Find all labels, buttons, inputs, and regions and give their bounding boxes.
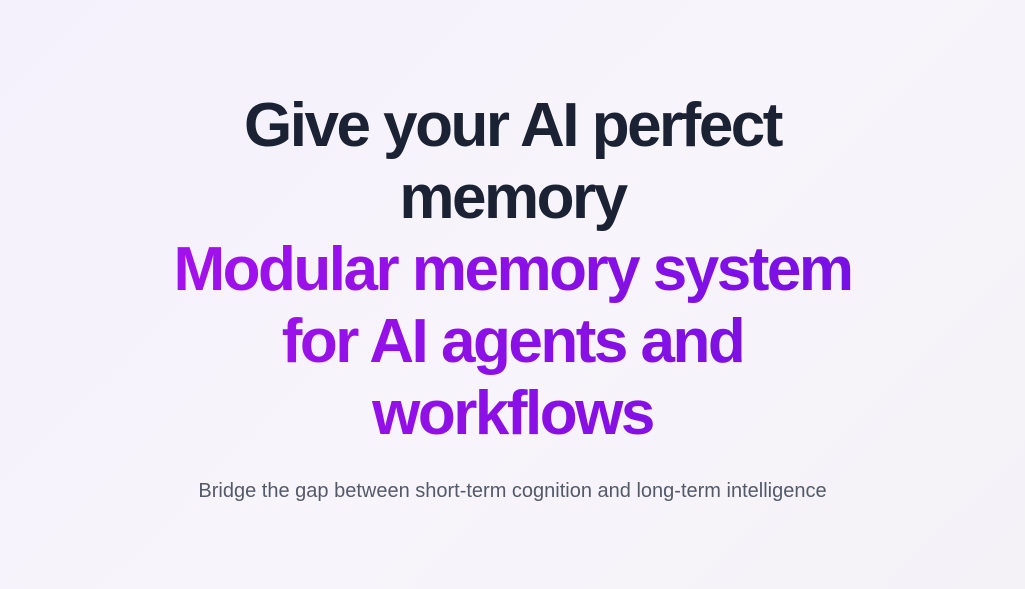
headline-line-1: Give your AI perfect <box>244 91 783 160</box>
hero-headline: Give your AI perfect memory Modular memo… <box>0 90 1025 450</box>
accent-line-3: workflows <box>0 378 1025 450</box>
hero-subtitle: Bridge the gap between short-term cognit… <box>198 480 827 502</box>
accent-line-1: Modular memory system <box>0 234 1025 306</box>
headline-line-2: memory <box>399 163 628 232</box>
accent-line-2: for AI agents and <box>0 306 1025 378</box>
